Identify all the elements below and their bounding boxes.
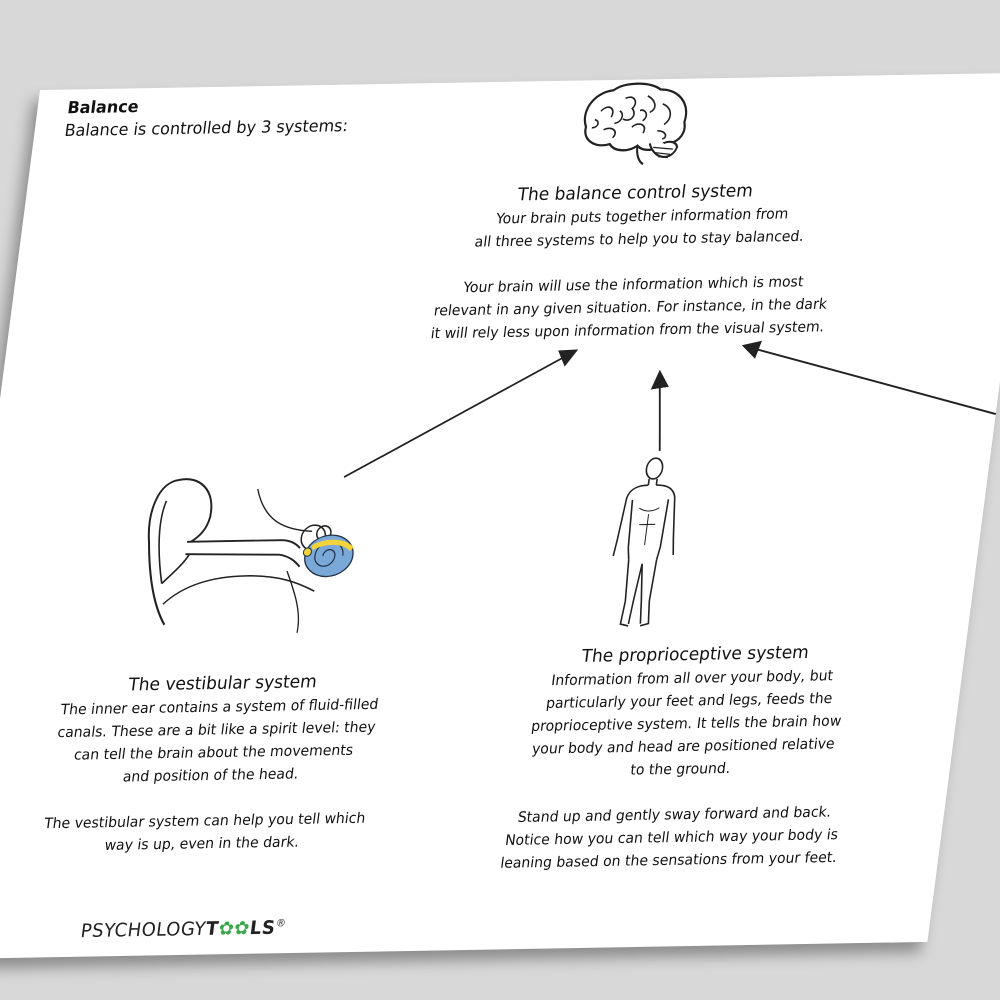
brain-illustration (583, 82, 688, 166)
arrow-vestibular (343, 349, 579, 478)
worksheet-page: Balance Balance is controlled by 3 syste… (0, 72, 1000, 960)
human-figure-illustration (612, 457, 676, 627)
logo-text-ls: LS (248, 917, 277, 940)
ear-illustration (147, 478, 354, 633)
logo-text-psychology: PSYCHOLOGY (79, 918, 208, 943)
vestibular-body: The inner ear contains a system of fluid… (43, 696, 380, 855)
registered-mark: ® (275, 917, 288, 930)
proprioceptive-body: Information from all over your body, but… (499, 667, 843, 872)
arrow-visual (741, 340, 997, 415)
psychology-tools-logo: PSYCHOLOGYT✿✿LS® (79, 917, 287, 942)
gear-icon: ✿✿ (217, 917, 252, 940)
arrow-proprioceptive (650, 369, 669, 452)
arrows (343, 340, 997, 478)
